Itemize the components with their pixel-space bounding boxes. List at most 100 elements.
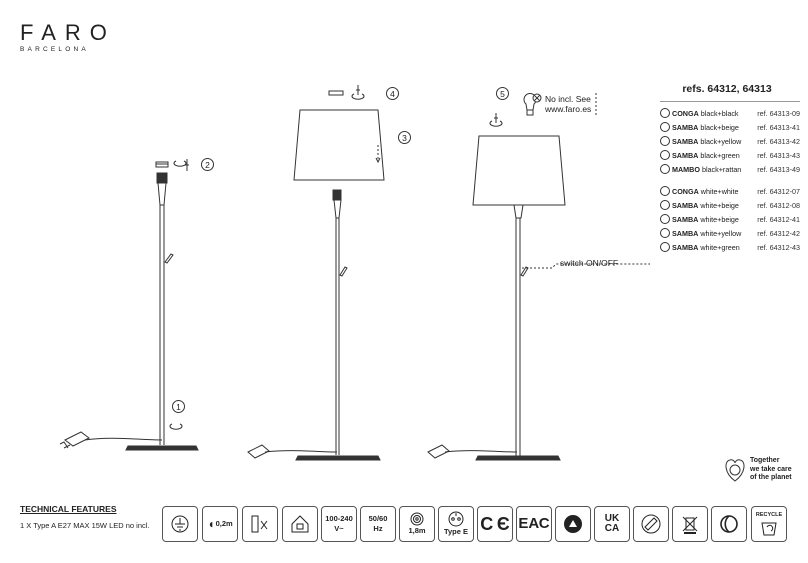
checkbox-circle[interactable] bbox=[660, 228, 670, 238]
colour-combo: black+beige bbox=[700, 122, 739, 132]
colour-combo: white+yellow bbox=[700, 228, 742, 238]
ukca-line2: CA bbox=[604, 523, 620, 534]
distance-value: 0,2m bbox=[215, 519, 233, 528]
ref-code: ref. 64312-08 bbox=[757, 200, 800, 210]
checkbox-circle[interactable] bbox=[660, 186, 670, 196]
model-name: SAMBA bbox=[672, 136, 699, 146]
colour-combo: white+green bbox=[700, 242, 740, 252]
technical-heading: TECHNICAL FEATURES bbox=[20, 504, 117, 514]
checkbox-circle[interactable] bbox=[660, 108, 670, 118]
min-distance-icon: ◖0,2m bbox=[202, 506, 238, 542]
voltage-line1: 100-240 bbox=[325, 514, 353, 523]
ref-code: ref. 64312-42 bbox=[757, 228, 800, 238]
colour-combo: white+white bbox=[700, 186, 739, 196]
model-name: CONGA bbox=[672, 108, 699, 118]
energy-saving-icon bbox=[555, 506, 591, 542]
colour-combo: black+black bbox=[700, 108, 739, 118]
ref-code: ref. 64313-43 bbox=[757, 150, 800, 160]
switch-label: switch ON/OFF bbox=[560, 258, 619, 268]
battery-disposal-icon bbox=[672, 506, 708, 542]
step-1-marker: 1 bbox=[172, 400, 185, 413]
plug-type-icon: Type E bbox=[438, 506, 474, 542]
planet-line2: we take care bbox=[750, 465, 792, 473]
ref-code: ref. 64313-49 bbox=[757, 164, 800, 174]
refs-divider bbox=[660, 101, 800, 102]
frequency-line2: Hz bbox=[373, 524, 383, 533]
checkbox-circle[interactable] bbox=[660, 150, 670, 160]
green-dot-icon bbox=[711, 506, 747, 542]
checkbox-circle[interactable] bbox=[660, 242, 670, 252]
refs-title: refs. 64312, 64313 bbox=[682, 83, 772, 95]
bulb-note-line2: www.faro.es bbox=[545, 104, 592, 114]
checkbox-circle[interactable] bbox=[660, 122, 670, 132]
bulb-note: No incl. See www.faro.es bbox=[545, 94, 591, 114]
colour-combo: white+beige bbox=[700, 200, 739, 210]
step-4-marker: 4 bbox=[386, 87, 399, 100]
plug-type-value: Type E bbox=[443, 527, 469, 536]
lamp-with-shade-assembly bbox=[247, 85, 385, 461]
colour-combo: black+rattan bbox=[701, 164, 742, 174]
ref-code: ref. 64313-09 bbox=[757, 108, 800, 118]
planet-line3: of the planet bbox=[750, 474, 792, 481]
voltage-line2: V~ bbox=[334, 524, 344, 533]
ref-code: ref. 64312-41 bbox=[757, 214, 800, 224]
earth-ground-icon bbox=[162, 506, 198, 542]
lamp-complete bbox=[427, 93, 650, 461]
checkbox-circle[interactable] bbox=[660, 164, 670, 174]
colour-combo: black+yellow bbox=[700, 136, 742, 146]
certification-stamp-icon bbox=[633, 506, 669, 542]
planet-line1: Together bbox=[750, 457, 780, 464]
model-name: SAMBA bbox=[672, 228, 699, 238]
brand-logo: FARO BARCELONA bbox=[20, 20, 116, 54]
recycle-label: RECYCLE bbox=[755, 511, 783, 518]
ce-mark-icon: C Є bbox=[477, 506, 513, 542]
checkbox-circle[interactable] bbox=[660, 214, 670, 224]
ref-code: ref. 64312-43 bbox=[757, 242, 800, 252]
ref-code: ref. 64313-42 bbox=[757, 136, 800, 146]
indoor-use-icon bbox=[282, 506, 318, 542]
cable-length-value: 1,8m bbox=[408, 526, 426, 535]
brand-tagline: BARCELONA bbox=[20, 46, 89, 53]
ref-code: ref. 64313-41 bbox=[757, 122, 800, 132]
eac-mark-icon: ЕАС bbox=[516, 506, 552, 542]
planet-heart-icon bbox=[725, 459, 745, 482]
bulb-note-line1: No incl. See bbox=[545, 94, 591, 104]
ref-code: ref. 64312-07 bbox=[757, 186, 800, 196]
not-for-insulation-icon bbox=[242, 506, 278, 542]
technical-detail: 1 X Type A E27 MAX 15W LED no incl. bbox=[20, 521, 150, 530]
model-name: SAMBA bbox=[672, 214, 699, 224]
cable-length-icon: 1,8m bbox=[399, 506, 435, 542]
frequency-line1: 50/60 bbox=[368, 514, 388, 523]
ukca-mark-icon: UK CA bbox=[594, 506, 630, 542]
brand-name: FARO bbox=[20, 20, 116, 45]
planet-badge: Together we take care of the planet bbox=[722, 455, 802, 491]
lamp-base-only bbox=[59, 159, 199, 451]
checkbox-circle[interactable] bbox=[660, 200, 670, 210]
model-name: MAMBO bbox=[672, 164, 700, 174]
step-3-marker: 3 bbox=[398, 131, 411, 144]
model-name: SAMBA bbox=[672, 200, 699, 210]
step-5-marker: 5 bbox=[496, 87, 509, 100]
planet-text: Together we take care of the planet bbox=[750, 457, 792, 483]
ukca-line1: UK bbox=[604, 513, 620, 524]
colour-combo: white+beige bbox=[700, 214, 739, 224]
model-name: SAMBA bbox=[672, 150, 699, 160]
model-name: SAMBA bbox=[672, 122, 699, 132]
checkbox-circle[interactable] bbox=[660, 136, 670, 146]
